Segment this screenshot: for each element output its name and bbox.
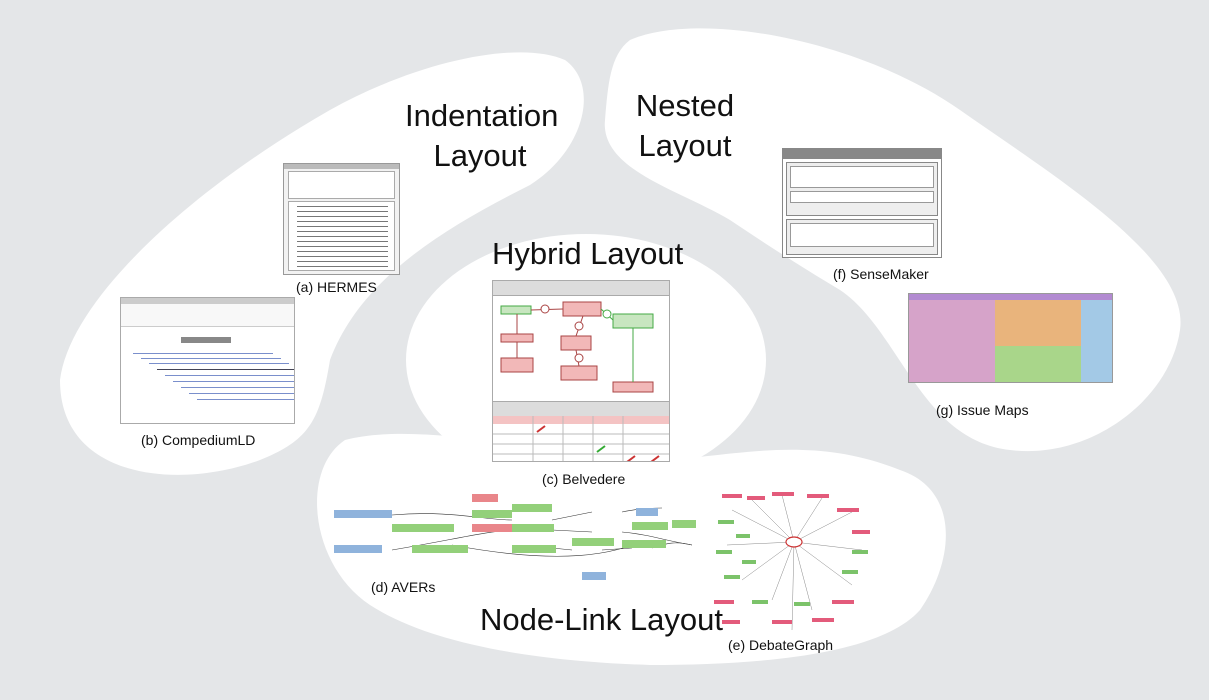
nested-title-line1: Nested	[635, 88, 735, 123]
hybrid-title: Hybrid Layout	[492, 236, 684, 271]
debategraph-caption: (e) DebateGraph	[728, 637, 834, 653]
issuemaps-caption: (g) Issue Maps	[936, 402, 1029, 418]
avers-graph	[334, 494, 696, 580]
compendium-screenshot	[120, 297, 295, 424]
debategraph-radial	[714, 492, 870, 631]
belvedere-caption: (c) Belvedere	[542, 471, 626, 487]
nested-title: Nested Layout	[625, 86, 745, 166]
avers-nodes	[334, 494, 696, 580]
belvedere-graph	[500, 301, 654, 393]
belvedere-matrix	[493, 416, 669, 461]
hermes-caption: (a) HERMES	[296, 279, 377, 295]
nested-title-line2: Layout	[638, 128, 732, 163]
indentation-title-line2: Layout	[433, 138, 527, 173]
indentation-title-line1: Indentation	[405, 98, 559, 133]
sensemaker-screenshot	[782, 148, 942, 258]
avers-caption: (d) AVERs	[371, 579, 436, 595]
nodelink-title: Node-Link Layout	[480, 602, 723, 637]
nodelink-region	[317, 433, 946, 665]
hermes-screenshot	[283, 163, 400, 275]
sensemaker-caption: (f) SenseMaker	[833, 266, 929, 282]
belvedere-screenshot	[492, 280, 670, 462]
indentation-title: Indentation Layout	[405, 96, 559, 176]
issuemaps-screenshot	[908, 293, 1113, 383]
compendium-caption: (b) CompediumLD	[141, 432, 256, 448]
